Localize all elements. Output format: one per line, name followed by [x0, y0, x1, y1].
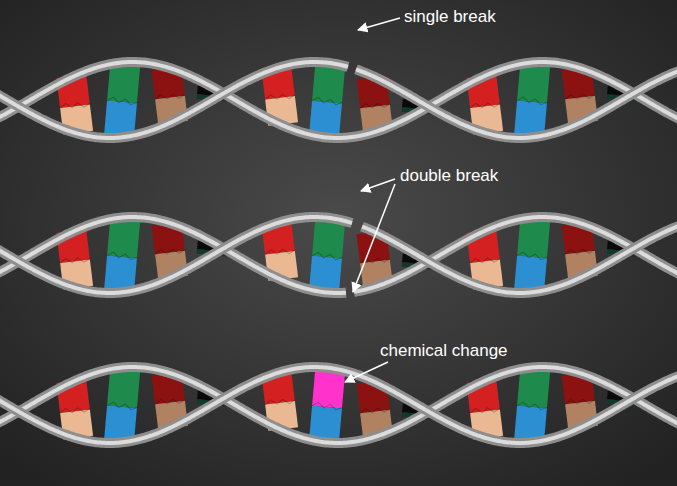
base-pair	[104, 216, 140, 293]
base-pair	[309, 62, 345, 139]
backbone-strand	[0, 217, 352, 293]
base-join	[107, 97, 137, 106]
backbone-highlight	[0, 367, 677, 443]
base-pair	[514, 61, 550, 138]
base-join	[565, 247, 596, 257]
backbone-strand	[0, 367, 677, 443]
base-pair	[309, 367, 345, 444]
backbone-highlight	[356, 68, 677, 138]
base-join	[470, 405, 501, 415]
base-join	[265, 92, 296, 102]
backbone-strand	[0, 62, 348, 138]
backbone-strand	[0, 62, 677, 138]
base-join	[60, 100, 91, 110]
base-join	[107, 252, 137, 261]
backbone-highlight	[0, 367, 677, 443]
annotation-label: single break	[404, 7, 496, 27]
base-join	[155, 247, 186, 257]
dna-helix	[0, 61, 677, 138]
backbone-highlight	[0, 62, 348, 138]
base-join	[565, 397, 596, 407]
base-join	[312, 252, 342, 261]
base-join	[470, 255, 501, 265]
base-join	[60, 255, 91, 265]
base-join	[60, 405, 91, 415]
annotation-label: double break	[400, 166, 498, 186]
base-pair	[104, 61, 140, 138]
base-join	[107, 402, 137, 411]
base-join	[517, 402, 547, 411]
base-pair	[309, 217, 345, 294]
base-join	[470, 100, 501, 110]
base-join	[360, 406, 391, 416]
dna-helix	[0, 216, 677, 293]
base-join	[517, 97, 547, 106]
leader-arrow	[353, 184, 395, 292]
base-join	[265, 247, 296, 257]
base-join	[155, 92, 186, 102]
base-join	[360, 101, 391, 111]
backbone-highlight	[362, 223, 677, 293]
leader-arrow	[345, 362, 388, 382]
leader-arrow	[361, 179, 395, 191]
base-pair	[514, 216, 550, 293]
backbone-strand	[0, 367, 677, 443]
base-join	[312, 97, 342, 106]
backbone-strand	[362, 223, 677, 293]
leader-arrow	[358, 18, 400, 30]
base-join	[517, 252, 547, 261]
base-pair	[104, 366, 140, 443]
backbone-highlight	[0, 217, 352, 293]
base-join	[155, 397, 186, 407]
annotation-label: chemical change	[380, 341, 508, 361]
leader-lines	[345, 18, 400, 382]
base-join	[312, 402, 342, 411]
base-join	[565, 92, 596, 102]
backbone-strand	[356, 68, 677, 138]
backbone-highlight	[0, 62, 677, 138]
base-pair	[514, 366, 550, 443]
base-join	[265, 397, 296, 407]
dna-helix	[0, 366, 677, 443]
